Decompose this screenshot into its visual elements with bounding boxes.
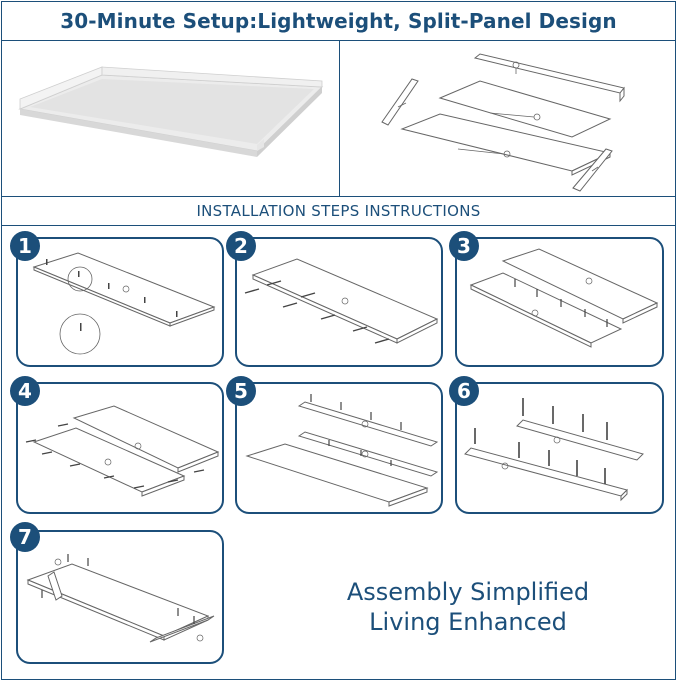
tagline: Assembly Simplified Living Enhanced [300,577,636,637]
step-3-badge: 3 [449,231,479,261]
step-1-card [16,237,224,367]
section-header: INSTALLATION STEPS INSTRUCTIONS [2,196,675,226]
exploded-parts-image [340,41,675,196]
step-2-badge: 2 [226,231,256,261]
assembled-shelf-image [2,41,340,196]
step-5-card [235,382,443,514]
step-7-badge: 7 [10,522,40,552]
step-3-card [455,237,664,367]
step-6-badge: 6 [449,376,479,406]
tagline-line-1: Assembly Simplified [346,578,590,606]
step-4-badge: 4 [10,376,40,406]
step-7-card [16,530,224,664]
step-1-badge: 1 [10,231,40,261]
step-4-card [16,382,224,514]
step-5-badge: 5 [226,376,256,406]
section-title: INSTALLATION STEPS INSTRUCTIONS [196,202,481,220]
tagline-line-2: Living Enhanced [369,608,567,636]
page-title: 30-Minute Setup:Lightweight, Split-Panel… [60,9,617,33]
step-2-card [235,237,443,367]
header-bar: 30-Minute Setup:Lightweight, Split-Panel… [2,2,675,41]
step-6-card [455,382,664,514]
